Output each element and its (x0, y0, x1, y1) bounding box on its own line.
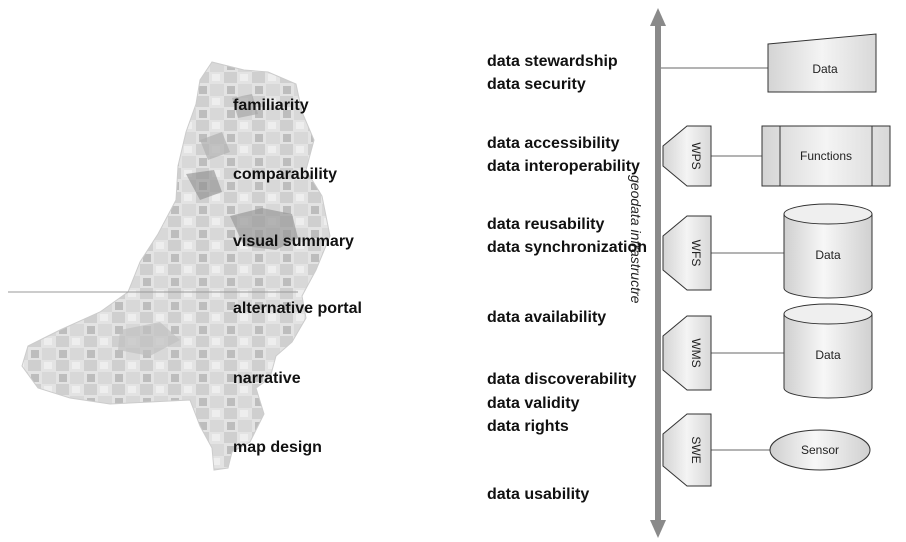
label-familiarity: familiarity (233, 97, 309, 114)
label-data-discoverability: data discoverability (487, 371, 637, 388)
data-wfs-cylinder: Data (783, 203, 873, 299)
service-wfs-label: WFS (689, 240, 703, 267)
data-wms-label: Data (815, 348, 841, 362)
label-alternative-portal: alternative portal (233, 300, 362, 317)
label-data-interoperability: data interoperability (487, 158, 640, 175)
label-data-rights: data rights (487, 418, 569, 435)
service-wfs: WFS (662, 215, 712, 291)
service-wms: WMS (662, 315, 712, 391)
axis-label: geodata infrastructre (628, 175, 644, 304)
data-top-box: Data (767, 33, 877, 93)
data-wfs-label: Data (815, 248, 841, 262)
label-data-stewardship: data stewardship (487, 53, 618, 70)
map-country-shape (21, 61, 331, 471)
label-map-design: map design (233, 439, 322, 456)
data-wms-cylinder: Data (783, 303, 873, 399)
vertical-axis-arrow (650, 8, 666, 538)
service-swe-label: SWE (689, 436, 703, 463)
service-wps-label: WPS (689, 142, 703, 169)
label-narrative: narrative (233, 370, 301, 387)
label-comparability: comparability (233, 166, 338, 183)
label-data-security: data security (487, 76, 586, 93)
label-data-usability: data usability (487, 486, 590, 503)
functions-label: Functions (800, 149, 852, 163)
service-wms-label: WMS (689, 338, 703, 367)
label-visual-summary: visual summary (233, 233, 354, 250)
functions-box: Functions (761, 125, 891, 187)
service-swe: SWE (662, 413, 712, 487)
label-data-accessibility: data accessibility (487, 135, 620, 152)
sensor-ellipse: Sensor (769, 429, 871, 471)
label-data-synchronization: data synchronization (487, 239, 648, 256)
sensor-label: Sensor (801, 443, 839, 457)
label-data-availability: data availability (487, 309, 607, 326)
label-data-validity: data validity (487, 395, 580, 412)
data-top-label: Data (812, 62, 838, 76)
label-data-reusability: data reusability (487, 216, 605, 233)
service-wps: WPS (662, 125, 712, 187)
